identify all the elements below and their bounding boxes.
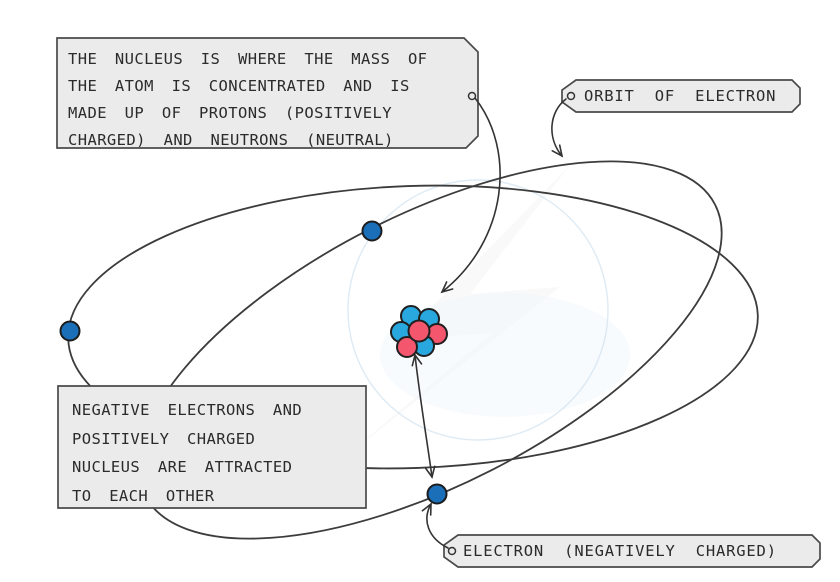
attraction-note-line: NEGATIVE ELECTRONS AND xyxy=(72,401,303,419)
electron-left xyxy=(59,320,81,342)
electron-bottom xyxy=(426,483,448,505)
proton-particle xyxy=(396,336,418,358)
watermark-ring xyxy=(347,179,609,441)
nucleus-note-line: THE ATOM IS CONCENTRATED AND IS xyxy=(68,77,410,95)
nucleus-note-line: MADE UP OF PROTONS (POSITIVELY xyxy=(68,104,392,122)
arrow-nucleus-note-to-nucleus xyxy=(440,97,501,294)
watermark-logo xyxy=(335,165,630,465)
electron-tag-box xyxy=(443,534,821,568)
nucleus-note-box xyxy=(56,37,479,149)
watermark-flash-shape xyxy=(335,165,570,465)
arrow-electron-tag-to-electron xyxy=(421,502,449,549)
orbit-tag-box xyxy=(561,79,801,113)
attraction-note-line: NUCLEUS ARE ATTRACTED xyxy=(72,458,293,476)
watermark-wash xyxy=(380,293,630,417)
electron-tag-connector-dot xyxy=(447,546,457,556)
nucleus xyxy=(390,305,448,358)
nucleus-note-connector-dot xyxy=(467,91,477,101)
attraction-note-box xyxy=(57,385,367,509)
nucleus-note-line: THE NUCLEUS IS WHERE THE MASS OF xyxy=(68,50,428,68)
orbit-tag-label: ORBIT OF ELECTRON xyxy=(584,87,777,105)
attraction-note-line: TO EACH OTHER xyxy=(72,486,215,505)
nucleus-note-text: THE NUCLEUS IS WHERE THE MASS OF THE ATO… xyxy=(68,46,427,154)
arrow-orbit-tag-to-orbit xyxy=(551,98,567,158)
electron-tag-label: ELECTRON (NEGATIVELY CHARGED) xyxy=(463,542,777,560)
nucleus-note-line: CHARGED) AND NEUTRONS (NEUTRAL) xyxy=(68,131,394,149)
electron-top xyxy=(361,220,383,242)
attraction-note-line: POSITIVELY CHARGED xyxy=(72,429,256,448)
orbit-tag-connector-dot xyxy=(566,91,576,101)
proton-particle xyxy=(407,319,431,343)
arrow-attraction-double xyxy=(411,353,436,479)
attraction-note-text: NEGATIVE ELECTRONS AND POSITIVELY CHARGE… xyxy=(72,396,302,510)
